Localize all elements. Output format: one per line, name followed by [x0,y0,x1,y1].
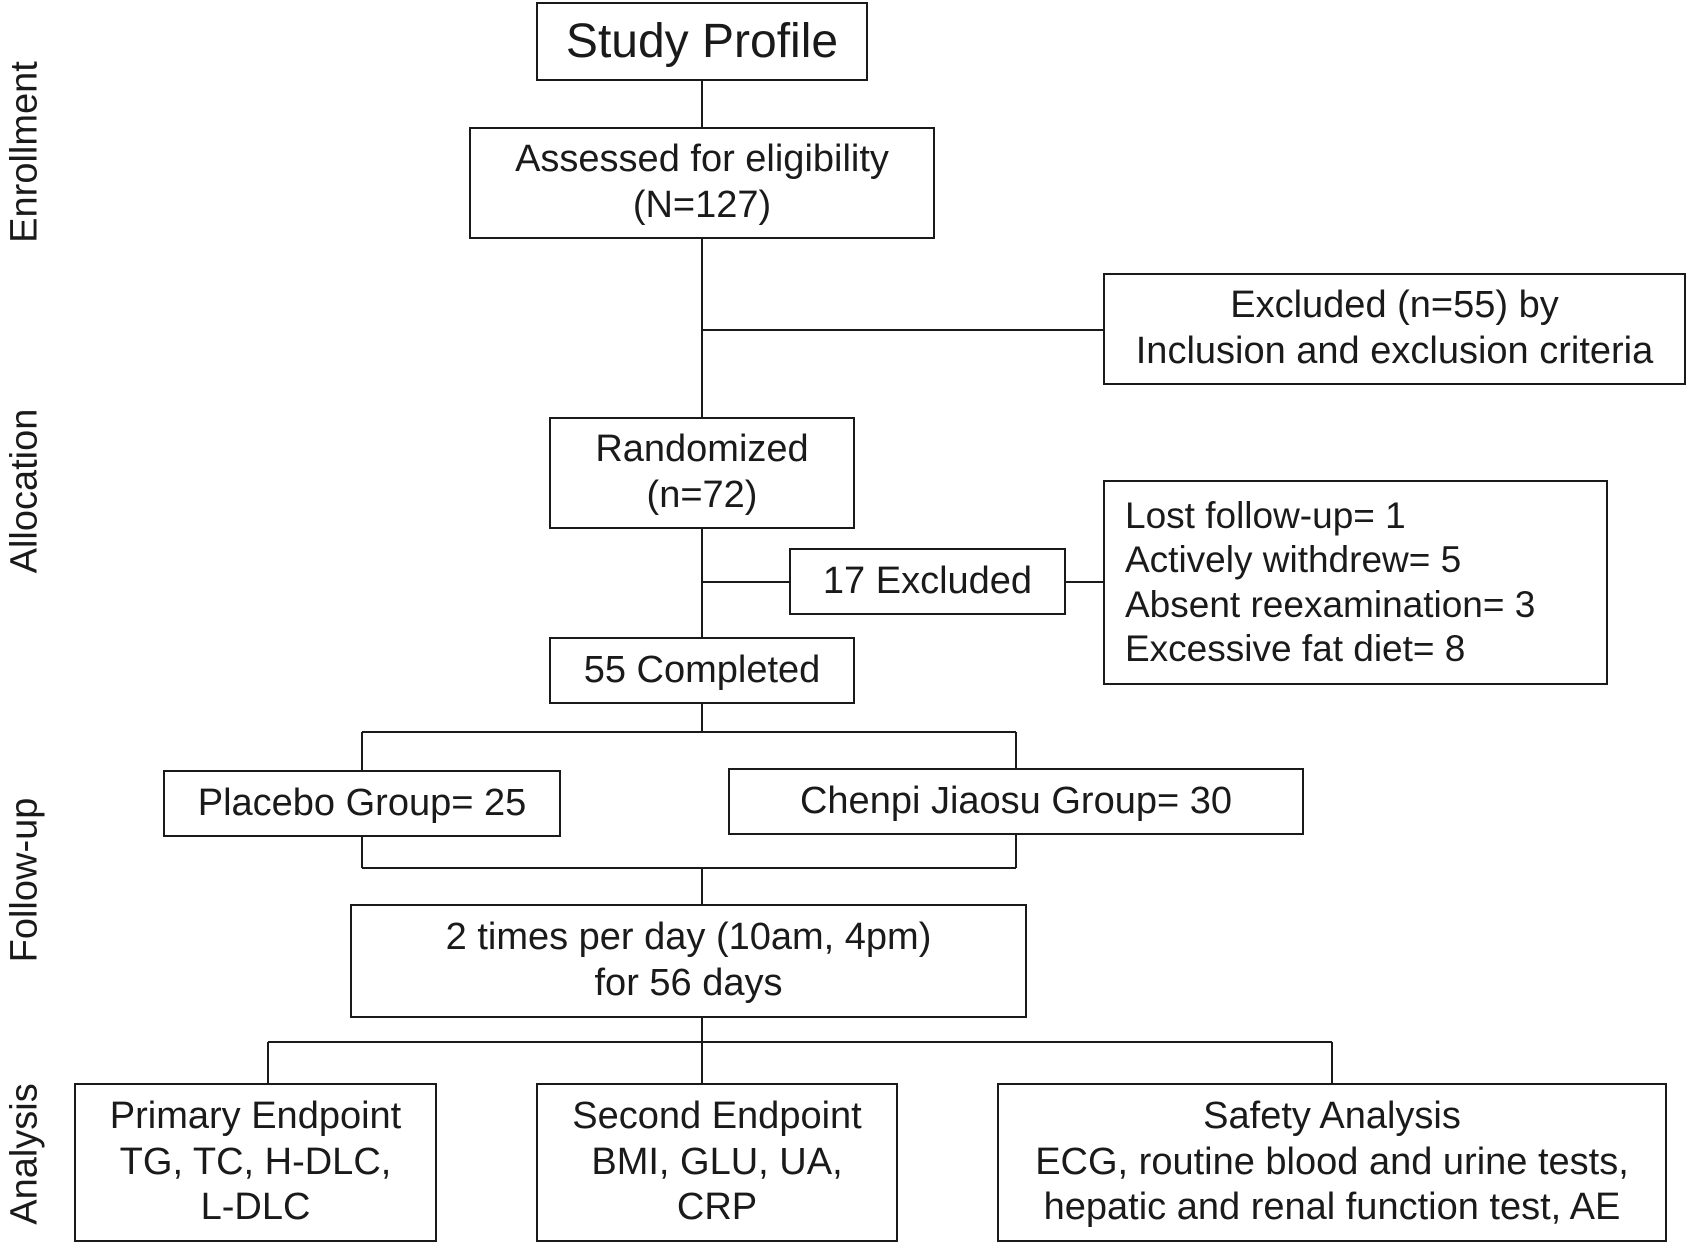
stage-label-enrollment: Enrollment [3,61,46,243]
stage-label-allocation: Allocation [3,408,46,574]
primary-endpoint-box: Primary Endpoint TG, TC, H-DLC, L-DLC [74,1083,437,1242]
safety-analysis-box: Safety Analysis ECG, routine blood and u… [997,1083,1667,1242]
second-endpoint-title: Second Endpoint [572,1095,862,1138]
excluded-criteria-line2: Inclusion and exclusion criteria [1135,330,1654,372]
exclusion-reason-item: Absent reexamination= 3 [1125,583,1536,625]
study-profile-title-box: Study Profile [536,2,868,81]
stage-label-analysis: Analysis [3,1083,46,1225]
primary-endpoint-line1: TG, TC, H-DLC, [119,1140,392,1183]
assessed-eligibility-box: Assessed for eligibility (N=127) [469,127,935,239]
safety-analysis-line1: ECG, routine blood and urine tests, [1035,1140,1629,1183]
assessed-line1: Assessed for eligibility [515,138,889,181]
excluded-criteria-box: Excluded (n=55) by Inclusion and exclusi… [1103,273,1686,385]
second-endpoint-line1: BMI, GLU, UA, [591,1140,843,1183]
assessed-line2: (N=127) [632,184,772,226]
placebo-group-label: Placebo Group= 25 [197,781,527,824]
dosing-schedule-box: 2 times per day (10am, 4pm) for 56 days [350,904,1027,1018]
randomized-box: Randomized (n=72) [549,417,855,529]
excluded-criteria-line1: Excluded (n=55) by [1230,284,1559,327]
excluded-17-box: 17 Excluded [789,548,1066,615]
dosing-line2: for 56 days [594,962,783,1004]
randomized-line2: (n=72) [646,474,758,516]
completed-label: 55 Completed [583,648,821,691]
chenpi-jiaosu-group-box: Chenpi Jiaosu Group= 30 [728,768,1304,835]
randomized-line1: Randomized [595,428,809,471]
safety-analysis-line2: hepatic and renal function test, AE [1043,1186,1621,1229]
completed-box: 55 Completed [549,637,855,704]
second-endpoint-line2: CRP [676,1186,758,1229]
primary-endpoint-title: Primary Endpoint [109,1095,402,1138]
primary-endpoint-line2: L-DLC [200,1186,311,1229]
exclusion-reasons-box: Lost follow-up= 1 Actively withdrew= 5 A… [1103,480,1608,685]
stage-label-follow-up: Follow-up [3,797,46,963]
exclusion-reason-item: Actively withdrew= 5 [1125,539,1462,581]
placebo-group-box: Placebo Group= 25 [163,770,561,837]
exclusion-reason-item: Excessive fat diet= 8 [1125,627,1466,669]
page-title: Study Profile [565,14,839,68]
chenpi-group-label: Chenpi Jiaosu Group= 30 [799,779,1232,822]
second-endpoint-box: Second Endpoint BMI, GLU, UA, CRP [536,1083,898,1242]
exclusion-reason-item: Lost follow-up= 1 [1125,494,1406,536]
excluded-17-label: 17 Excluded [822,559,1033,602]
dosing-line1: 2 times per day (10am, 4pm) [445,916,932,959]
safety-analysis-title: Safety Analysis [1203,1095,1461,1138]
